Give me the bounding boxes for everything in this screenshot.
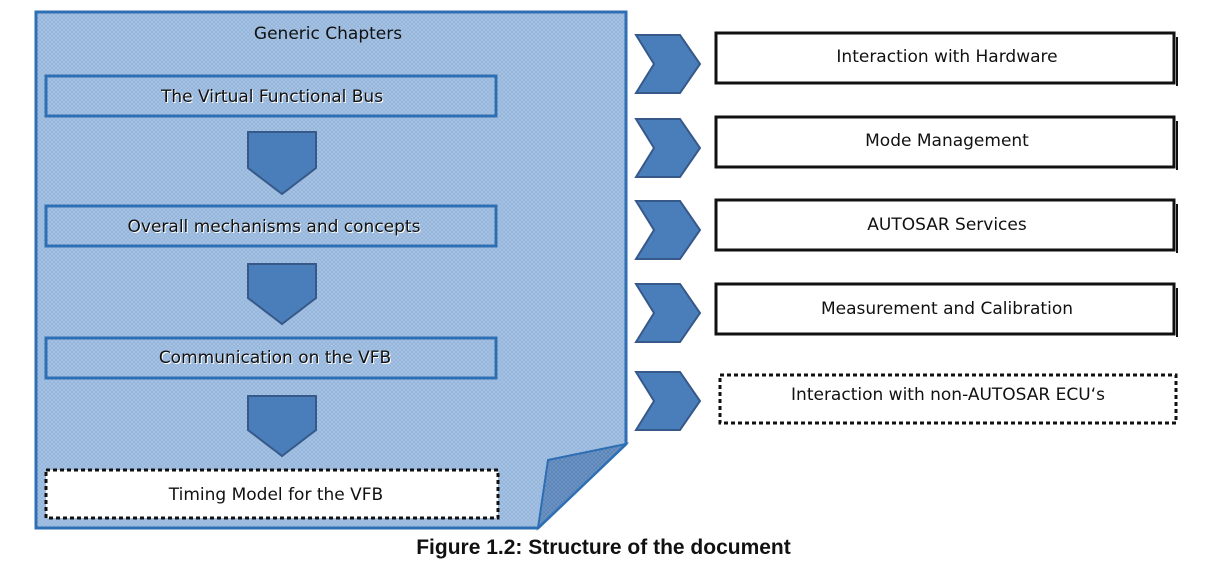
- side-box-interaction-hardware: [714, 31, 1176, 85]
- down-arrow-icon: [247, 395, 317, 458]
- chapter-label-shadow: The Virtual Functional Bus: [161, 88, 384, 108]
- side-box-autosar-services: [714, 198, 1176, 252]
- figure-caption: Figure 1.2: Structure of the document: [416, 536, 791, 559]
- right-chevron-icon: [634, 200, 702, 260]
- side-box-non-autosar-ecu: [718, 373, 1178, 425]
- right-chevron-icon: [634, 283, 702, 343]
- chapter-label-shadow: Overall mechanisms and concepts: [129, 218, 422, 238]
- side-box-mode-management: [714, 115, 1176, 169]
- chapter-label-communication-vfb: Communication on the VFB: [159, 348, 391, 368]
- right-chevron-icon: [634, 371, 702, 431]
- side-box-measurement-calibration: [714, 282, 1176, 336]
- right-chevron-icon: [634, 118, 702, 178]
- generic-chapters-title: Generic Chapters: [254, 24, 402, 44]
- side-label-interaction-hardware: Interaction with Hardware: [836, 47, 1057, 67]
- right-chevron-icon: [634, 34, 702, 94]
- chapter-label-virtual-functional-bus: The Virtual Functional Bus: [160, 87, 383, 107]
- chapter-box-overall-mechanisms: [44, 204, 498, 248]
- chapter-label-shadow: Communication on the VFB: [160, 349, 392, 369]
- chapter-box-virtual-functional-bus: [44, 74, 498, 118]
- down-arrow-icon: [247, 263, 317, 326]
- side-label-mode-management: Mode Management: [865, 131, 1029, 151]
- document-dog-ear: [536, 442, 630, 531]
- chapter-box-communication-vfb: [44, 336, 498, 380]
- chapter-label-timing-model: Timing Model for the VFB: [168, 485, 383, 505]
- side-label-non-autosar-ecu: Interaction with non-AUTOSAR ECU‘s: [791, 385, 1105, 405]
- side-label-measurement-calibration: Measurement and Calibration: [821, 299, 1073, 319]
- chapter-box-timing-model: [44, 468, 500, 520]
- side-label-autosar-services: AUTOSAR Services: [867, 215, 1027, 235]
- chapter-label-overall-mechanisms: Overall mechanisms and concepts: [128, 217, 421, 237]
- down-arrow-icon: [247, 131, 317, 196]
